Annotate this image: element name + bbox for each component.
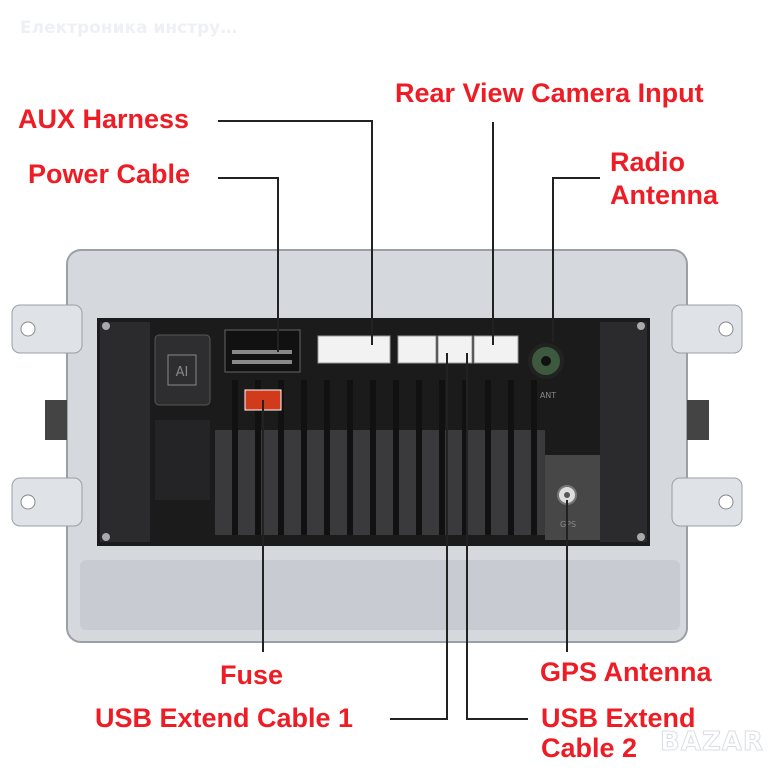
leader-power bbox=[218, 177, 279, 352]
label-gps-antenna: GPS Antenna bbox=[540, 657, 712, 687]
label-aux-harness: AUX Harness bbox=[18, 104, 190, 134]
aux-connector bbox=[317, 335, 391, 364]
label-fuse: Fuse bbox=[220, 660, 284, 690]
label-radio-antenna-line1: Radio bbox=[610, 147, 686, 177]
label-rear-camera: Rear View Camera Input bbox=[395, 78, 704, 108]
label-usb-extend-2-line2: Cable 2 bbox=[541, 733, 638, 763]
usb-connector-1 bbox=[397, 335, 437, 364]
label-usb-extend-2-line1: USB Extend bbox=[541, 703, 696, 733]
ant-label: ANT bbox=[540, 391, 556, 400]
leader-usb2 bbox=[466, 353, 528, 720]
ai-badge: AI bbox=[176, 365, 189, 380]
label-radio-antenna-line2: Antenna bbox=[610, 180, 718, 210]
leader-aux bbox=[218, 120, 373, 345]
leader-usb1 bbox=[390, 353, 448, 720]
label-power-cable: Power Cable bbox=[28, 159, 191, 189]
leader-lines bbox=[218, 120, 600, 720]
leader-radio bbox=[552, 177, 600, 342]
camera-connector bbox=[473, 335, 519, 364]
bazar-watermark-logo: BAZAR bbox=[660, 727, 764, 758]
label-usb-extend-1: USB Extend Cable 1 bbox=[95, 703, 354, 733]
watermark-title: Електроника инстру… bbox=[20, 18, 238, 38]
